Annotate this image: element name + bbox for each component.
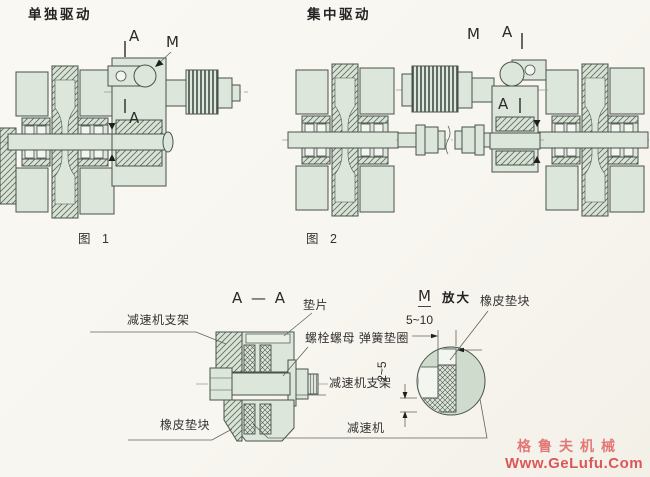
detail-m-suffix: 放大 xyxy=(442,291,472,305)
cut-arrow-icon xyxy=(108,154,116,161)
fig2-detail-label-m: M xyxy=(467,25,480,43)
motor-flange xyxy=(471,77,495,103)
figure1-title: 单独驱动 xyxy=(28,7,92,22)
label-bolt-nut-washer: 螺栓螺母 弹簧垫圈 xyxy=(305,331,409,345)
fig1-section-label-a-bottom: A xyxy=(129,109,140,127)
cut-arrow-icon xyxy=(533,120,541,127)
detail-m-drawing xyxy=(400,330,486,427)
fig2-section-label-a-top: A xyxy=(502,23,513,41)
cut-arrow-icon xyxy=(533,156,541,163)
figure1-caption: 图 1 xyxy=(78,232,113,246)
bracket-plate xyxy=(418,366,439,399)
motor-fins xyxy=(411,65,459,113)
bracket-bottom-section xyxy=(223,399,243,442)
gap-notch xyxy=(437,348,457,366)
figure2-drawing xyxy=(281,33,650,217)
rubber-pad-section xyxy=(243,344,256,373)
cut-arrow-icon xyxy=(108,123,116,130)
m-arrow-icon xyxy=(155,59,164,67)
figure1-drawing xyxy=(0,41,248,219)
dim-arrow-icon xyxy=(402,411,408,418)
section-aa-title: A — A xyxy=(232,289,288,307)
bracket-left-section xyxy=(215,331,243,373)
dim-arrow-icon xyxy=(457,347,464,353)
output-shaft xyxy=(111,133,169,151)
rubber-pad-section xyxy=(259,403,272,435)
motor-fins xyxy=(185,69,219,115)
label-reducer-bracket-right: 减速机支架 xyxy=(329,376,392,390)
fig1-section-label-a-top: A xyxy=(129,27,140,45)
label-reducer: 减速机 xyxy=(347,421,385,435)
leader-lines xyxy=(90,310,489,441)
fig2-section-label-a-bottom: A xyxy=(498,95,509,113)
rubber-pad-l-shape xyxy=(418,364,457,413)
dim-arrow-icon xyxy=(402,392,408,399)
rubber-pad-section xyxy=(243,403,256,435)
bolt-threads xyxy=(307,373,319,395)
figure2-title: 集中驱动 xyxy=(307,7,371,22)
label-rubber-pad-m: 橡皮垫块 xyxy=(480,294,531,308)
detail-m-title: M xyxy=(418,287,431,308)
dim-2-5: 2~5 xyxy=(375,361,390,382)
bolt-head xyxy=(295,368,309,400)
coupling-right xyxy=(461,126,476,154)
section-aa-drawing xyxy=(196,331,332,442)
rubber-pad-section xyxy=(259,344,272,373)
bolt-shaft xyxy=(231,372,291,396)
hex-nut xyxy=(209,367,233,401)
rubber-stop-m xyxy=(499,61,525,87)
coupling-left xyxy=(415,124,426,156)
fig1-detail-label-m: M xyxy=(166,33,179,51)
dim-5-10: 5~10 xyxy=(406,313,434,327)
watermark-brand: 格鲁夫机械 xyxy=(517,438,622,454)
label-rubber-pad-aa: 橡皮垫块 xyxy=(160,418,211,432)
label-shim: 垫片 xyxy=(303,298,329,312)
dim-arrow-icon xyxy=(431,333,438,339)
shim-section xyxy=(245,333,291,344)
watermark-site: Www.GeLufu.Com xyxy=(505,455,644,472)
rubber-stop-m xyxy=(133,64,157,88)
label-reducer-bracket-left: 减速机支架 xyxy=(127,313,190,327)
figure2-caption: 图 2 xyxy=(306,232,341,246)
motor-flange xyxy=(165,79,187,107)
